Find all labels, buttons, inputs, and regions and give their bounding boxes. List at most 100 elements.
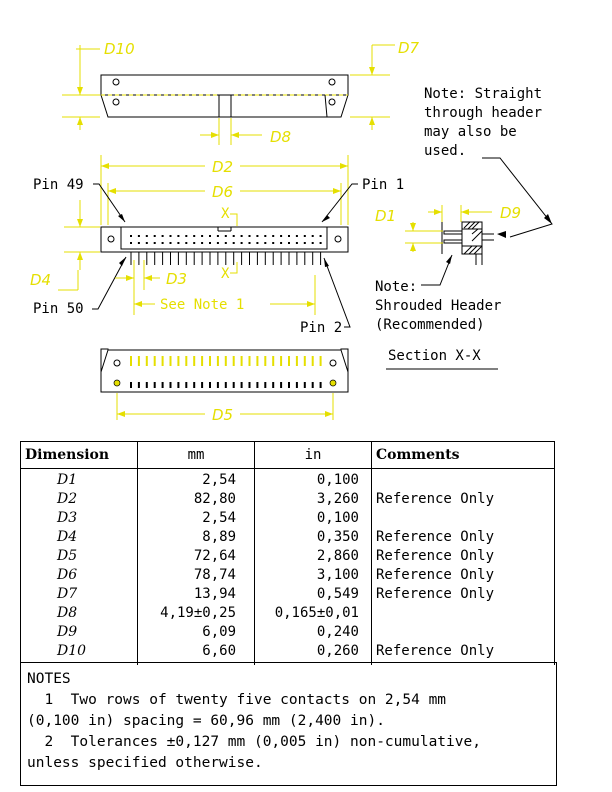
contact-dot xyxy=(288,235,290,237)
cell-mm: 6,60 xyxy=(137,642,255,661)
contact-dot xyxy=(193,356,196,366)
contact-dot xyxy=(177,242,180,244)
contact-dot xyxy=(280,235,283,237)
shrouded-note-line3: (Recommended) xyxy=(375,317,485,333)
cell-in: 0,100 xyxy=(254,509,372,528)
contact-dot xyxy=(169,242,172,244)
contact-dot xyxy=(256,382,259,388)
cell-dimension: D4 xyxy=(20,528,138,547)
cell-comments: Reference Only xyxy=(371,642,555,661)
contact-dot xyxy=(240,356,243,366)
see-note-label: See Note 1 xyxy=(160,297,244,313)
cell-mm: 4,19±0,25 xyxy=(137,604,255,623)
cell-dimension: D3 xyxy=(20,509,138,528)
contact-dot xyxy=(177,235,180,237)
contact-dot xyxy=(295,382,298,388)
contact-dot xyxy=(145,242,148,244)
contact-dot xyxy=(201,356,204,366)
cell-in: 0,350 xyxy=(254,528,372,547)
d9-label: D9 xyxy=(500,204,521,222)
cell-comments: Reference Only xyxy=(371,585,555,604)
cell-comments: Reference Only xyxy=(371,547,555,566)
contact-dot xyxy=(145,382,148,388)
contact-dot xyxy=(280,242,283,244)
pin49-label: Pin 49 xyxy=(33,177,84,193)
contact-dot xyxy=(209,382,211,388)
contact-dot xyxy=(130,242,132,244)
x-marker-top: X xyxy=(221,206,230,222)
notes-line: 1 Two rows of twenty five contacts on 2,… xyxy=(27,692,447,708)
contact-dot xyxy=(145,356,148,366)
cell-in: 0,165±0,01 xyxy=(254,604,372,623)
contact-dot xyxy=(201,382,204,388)
contact-dot xyxy=(216,382,219,388)
cell-mm: 6,09 xyxy=(137,623,255,642)
shrouded-note-line1: Note: xyxy=(375,279,417,295)
header-mm: mm xyxy=(137,441,255,469)
contact-dot xyxy=(201,242,204,244)
contact-dot xyxy=(240,235,243,237)
cell-in: 0,260 xyxy=(254,642,372,661)
contact-dot xyxy=(272,356,275,366)
cell-comments: Reference Only xyxy=(371,490,555,509)
cell-in: 2,860 xyxy=(254,547,372,566)
pin1-label: Pin 1 xyxy=(362,177,404,193)
contact-dot xyxy=(248,356,251,366)
contact-dot xyxy=(311,242,314,244)
contact-dot xyxy=(311,356,314,366)
contact-dot xyxy=(295,356,298,366)
cell-mm: 78,74 xyxy=(137,566,255,585)
bottom-view xyxy=(100,348,349,393)
contact-dot xyxy=(209,242,211,244)
contact-dot xyxy=(264,356,267,366)
contact-dot xyxy=(232,356,235,366)
contact-dot xyxy=(224,356,227,366)
cell-dimension: D5 xyxy=(20,547,138,566)
d8-label: D8 xyxy=(270,128,291,146)
contact-dot xyxy=(153,356,156,366)
cell-dimension: D7 xyxy=(20,585,138,604)
cell-comments xyxy=(371,623,555,642)
contact-dot xyxy=(256,356,259,366)
contact-dot xyxy=(319,235,322,237)
cell-comments: Reference Only xyxy=(371,566,555,585)
pin2-label: Pin 2 xyxy=(300,320,342,336)
contact-dot xyxy=(256,235,259,237)
contact-dot xyxy=(137,235,140,237)
contact-dot xyxy=(256,242,259,244)
d5-label: D5 xyxy=(212,406,233,424)
contact-dot xyxy=(272,235,275,237)
contact-dot xyxy=(193,382,196,388)
contact-dot xyxy=(288,356,290,366)
contact-dot xyxy=(224,242,227,244)
contact-dot xyxy=(177,382,180,388)
contact-dot xyxy=(248,242,251,244)
notes-title: NOTES xyxy=(27,671,71,687)
header-comments: Comments xyxy=(371,441,555,469)
contact-dot xyxy=(280,356,283,366)
cell-in: 3,100 xyxy=(254,566,372,585)
contact-dot xyxy=(240,242,243,244)
connector-drawing: D10 D7 D8 D2 D6 X X xyxy=(30,39,553,424)
table-header-row: Dimension mm in Comments xyxy=(20,441,555,469)
contact-dot xyxy=(137,242,140,244)
contact-dot xyxy=(216,356,219,366)
cell-dimension: D10 xyxy=(20,642,138,661)
cell-comments xyxy=(371,468,555,490)
cell-comments xyxy=(371,509,555,528)
d10-label: D10 xyxy=(104,40,135,58)
contact-dot xyxy=(137,382,140,388)
cell-dimension: D1 xyxy=(20,468,138,490)
contact-dot xyxy=(161,356,164,366)
d6-label: D6 xyxy=(212,183,233,201)
cell-in: 0,240 xyxy=(254,623,372,642)
contact-dot xyxy=(224,382,227,388)
